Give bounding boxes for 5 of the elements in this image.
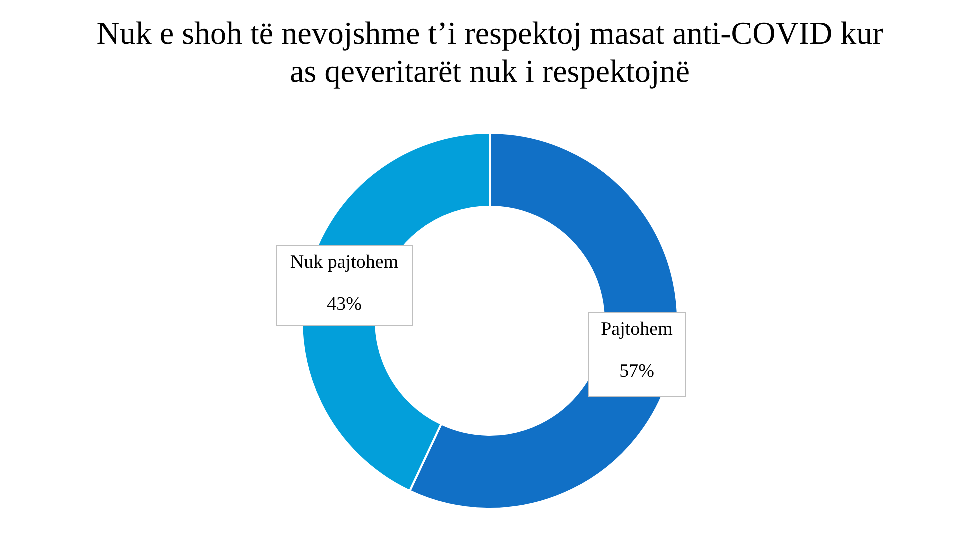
category-label: Nuk pajtohem [289,252,400,274]
value-label: 57% [618,361,656,383]
value-label: 43% [326,294,363,316]
chart-title: Nuk e shoh të nevojshme t’i respektoj masat anti-COVID kur as qeveritarët nuk i respektojnë [96,14,884,90]
category-label: Pajtohem [600,319,674,341]
